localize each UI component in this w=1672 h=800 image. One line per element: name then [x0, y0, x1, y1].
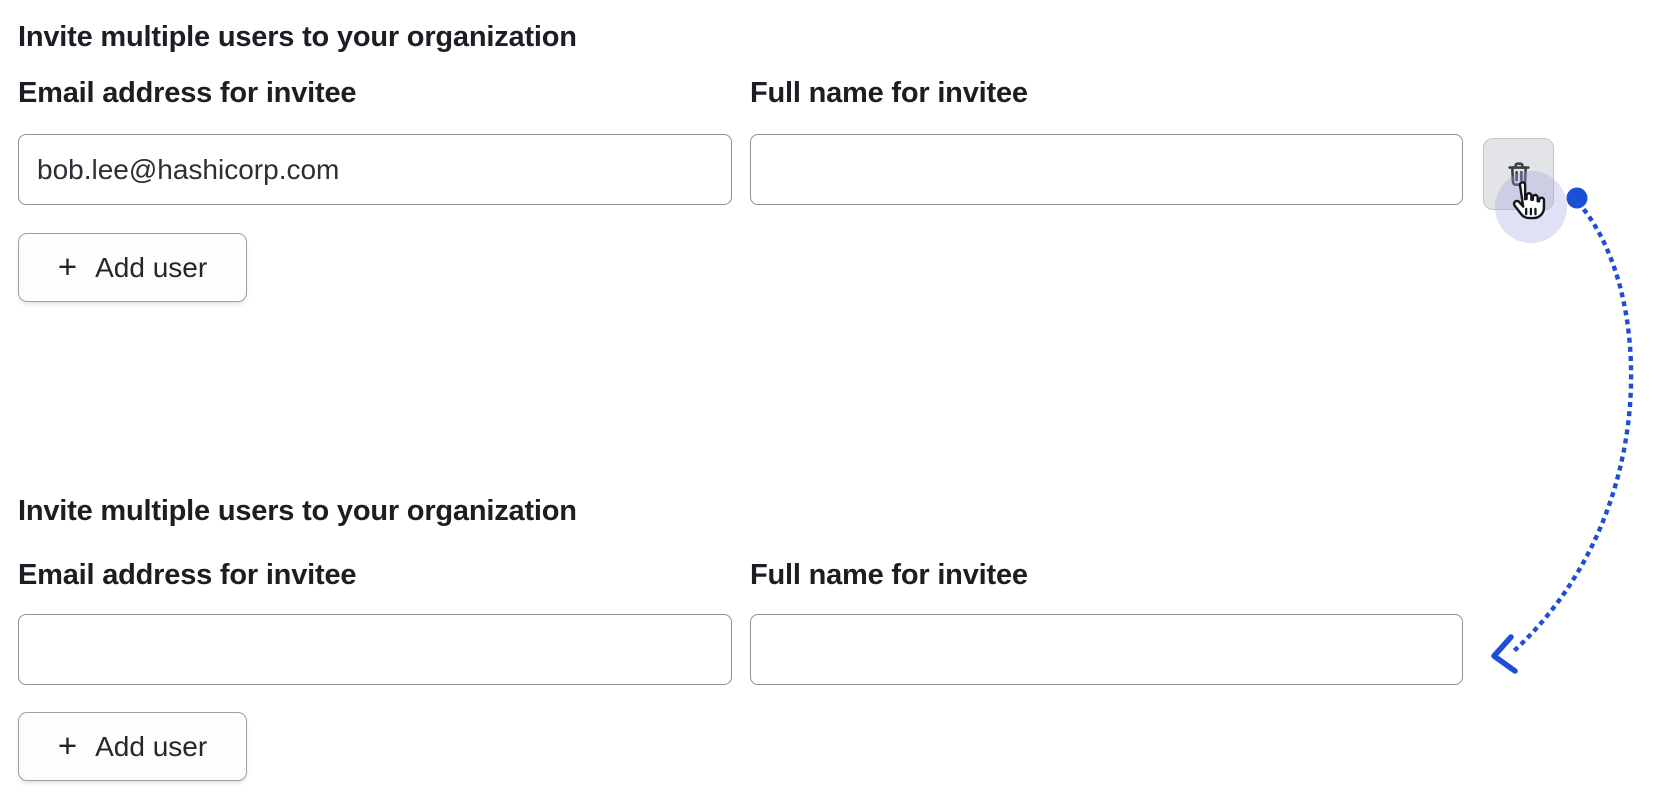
plus-icon: + — [57, 248, 78, 285]
add-user-button-label: Add user — [95, 251, 208, 283]
page-title: Invite multiple users to your organizati… — [18, 495, 577, 527]
add-user-button[interactable]: + Add user — [18, 712, 247, 781]
email-label: Email address for invitee — [18, 77, 357, 109]
plus-icon: + — [57, 727, 78, 764]
full-name-field[interactable] — [750, 614, 1463, 685]
add-user-button-label: Add user — [95, 730, 208, 762]
full-name-field[interactable] — [750, 134, 1463, 205]
email-field[interactable] — [18, 614, 732, 685]
full-name-label: Full name for invitee — [750, 559, 1028, 591]
full-name-label: Full name for invitee — [750, 77, 1028, 109]
email-label: Email address for invitee — [18, 559, 357, 591]
trash-icon — [1504, 159, 1534, 190]
arrowhead-icon — [1491, 634, 1518, 674]
page-title: Invite multiple users to your organizati… — [18, 21, 577, 53]
email-field[interactable] — [18, 134, 732, 205]
dotted-arrow-arc — [1512, 207, 1634, 653]
add-user-button[interactable]: + Add user — [18, 233, 247, 302]
delete-row-button[interactable] — [1483, 138, 1554, 210]
arrow-start-dot — [1566, 187, 1588, 209]
